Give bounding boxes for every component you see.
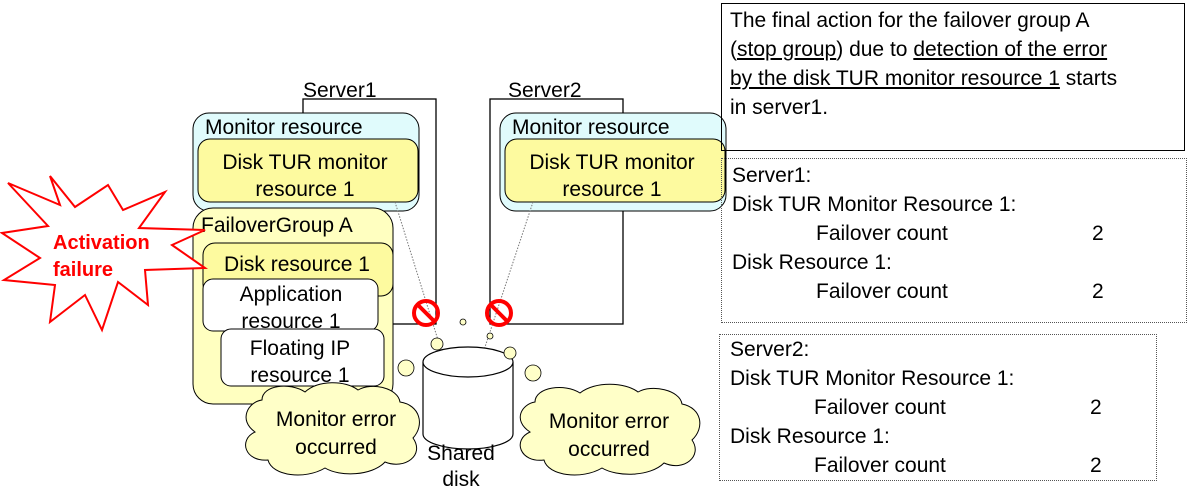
activation-failure-burst (0, 175, 209, 333)
count-label: Failover count (814, 396, 946, 419)
note-underline-detection: detection of the error (913, 38, 1108, 61)
monitor-link-server2 (483, 201, 534, 351)
monitor-error-left-line2: occurred (295, 436, 377, 459)
application-resource-1-line2: resource 1 (241, 310, 340, 333)
note-line-3: by the disk TUR monitor resource 1 start… (730, 64, 1176, 93)
server2-label: Server2 (508, 79, 582, 102)
note-text: ( (730, 38, 737, 61)
monitor-error-right-line2: occurred (568, 438, 650, 461)
monitor-group-title-server1: Monitor resource (205, 116, 363, 139)
activation-failure-line2: failure (53, 259, 113, 281)
server2-resource-count-row: Failover count 2 (730, 451, 1146, 480)
floating-ip-resource-1-line2: resource 1 (250, 364, 349, 387)
count-value: 2 (1090, 454, 1102, 477)
server2-counts-title: Server2: (730, 338, 810, 361)
server1-failover-counts: Server1: Disk TUR Monitor Resource 1: Fa… (721, 158, 1187, 323)
note-line-1: The final action for the failover group … (730, 9, 1090, 32)
count-value: 2 (1092, 280, 1104, 303)
note-line-4: in server1. (730, 96, 829, 119)
note-text: starts (1059, 67, 1118, 90)
server1-counts-title: Server1: (732, 164, 812, 187)
note-underline-by-monitor: by the disk TUR monitor resource 1 (730, 67, 1060, 90)
disk-tur-monitor-server2-line2: resource 1 (562, 178, 661, 201)
final-action-note: The final action for the failover group … (721, 3, 1185, 151)
disk-tur-monitor-server2 (504, 138, 726, 203)
count-value: 2 (1090, 396, 1102, 419)
server1-resource-label: Disk Resource 1: (732, 251, 892, 274)
server2-monitor-count-row: Failover count 2 (730, 393, 1146, 422)
server1-monitor-label: Disk TUR Monitor Resource 1: (732, 193, 1017, 216)
note-line-2: (stop group) due to detection of the err… (730, 35, 1176, 64)
thought-bubbles (397, 318, 542, 382)
shared-disk-label-line1: Shared (427, 442, 495, 465)
disk-tur-monitor-server1-line1: Disk TUR monitor (222, 151, 387, 174)
prohibit-icon-server1 (412, 299, 440, 327)
server1-monitor-count-row: Failover count 2 (732, 219, 1176, 248)
server2-monitor-label: Disk TUR Monitor Resource 1: (730, 367, 1015, 390)
disk-tur-monitor-server1-line2: resource 1 (255, 178, 354, 201)
monitor-error-left-line1: Monitor error (276, 408, 396, 431)
shared-disk-icon (422, 346, 514, 450)
note-text: ) due to (836, 38, 914, 61)
count-label: Failover count (814, 454, 946, 477)
server2-failover-counts: Server2: Disk TUR Monitor Resource 1: Fa… (719, 334, 1157, 481)
count-value: 2 (1092, 222, 1104, 245)
disk-tur-monitor-server1 (197, 138, 419, 203)
note-underline-stop-group: stop group (737, 38, 837, 61)
monitor-error-cloud-left (245, 382, 420, 476)
activation-failure-line1: Activation (53, 232, 150, 254)
application-resource-1-line1: Application (240, 283, 343, 306)
disk-tur-monitor-server2-line1: Disk TUR monitor (529, 151, 694, 174)
monitor-group-title-server2: Monitor resource (512, 116, 670, 139)
failover-group-a-title: FailoverGroup A (201, 214, 353, 237)
shared-disk-label-line2: disk (442, 468, 480, 491)
prohibit-icon-server2 (485, 299, 513, 327)
monitor-error-right-line1: Monitor error (549, 410, 669, 433)
disk-resource-1-label: Disk resource 1 (224, 253, 370, 276)
server2-resource-label: Disk Resource 1: (730, 425, 890, 448)
server1-label: Server1 (303, 79, 377, 102)
floating-ip-resource-1-line1: Floating IP (250, 337, 350, 360)
count-label: Failover count (816, 280, 948, 303)
server1-resource-count-row: Failover count 2 (732, 277, 1176, 306)
floating-ip-resource-1 (220, 328, 385, 387)
monitor-error-cloud-right (519, 383, 701, 476)
count-label: Failover count (816, 222, 948, 245)
